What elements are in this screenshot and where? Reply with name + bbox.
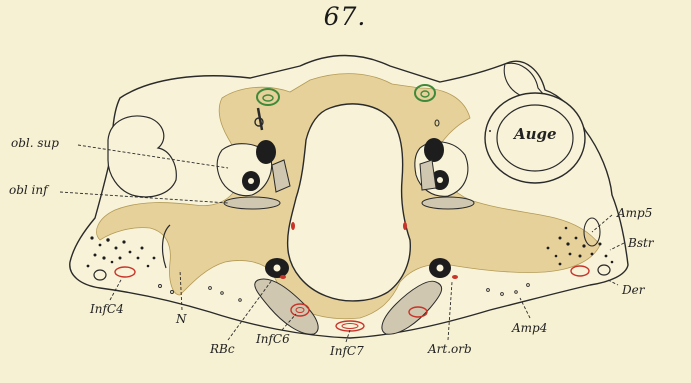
label-obl-inf: obl inf [9,183,48,197]
label-der: Der [622,283,644,297]
rbc-vessel [280,275,286,279]
left-eye-muscle-upper [256,140,276,164]
label-inf-c4: InfC4 [90,302,124,316]
left-eye-muscle-lower-core [248,178,254,184]
label-amp4: Amp4 [512,321,547,335]
plate-number: 67. [305,2,385,31]
label-inf-c6: InfC6 [256,332,290,346]
label-amp5: Amp5 [617,206,652,220]
label-art-orb: Art.orb [428,342,472,356]
cavity-vessel-right [403,222,407,230]
art-orb-body-core [437,265,444,272]
rbc-body-core [274,265,281,272]
right-eye-muscle-lower-core [437,177,443,183]
cavity-vessel-left [291,222,295,230]
obl-inf-muscle-right [422,197,474,209]
obl-inf-muscle-left [224,197,280,209]
label-inf-c7: InfC7 [330,344,364,358]
label-rbc: RBc [210,342,235,356]
art-orb-vessel [452,275,458,279]
top-small-dot [489,130,491,132]
label-auge: Auge [514,127,557,141]
right-eye-muscle-upper [424,138,444,162]
label-obl-sup: obl. sup [11,136,59,150]
label-n: N [176,312,187,326]
label-bstr: Bstr [628,236,654,250]
